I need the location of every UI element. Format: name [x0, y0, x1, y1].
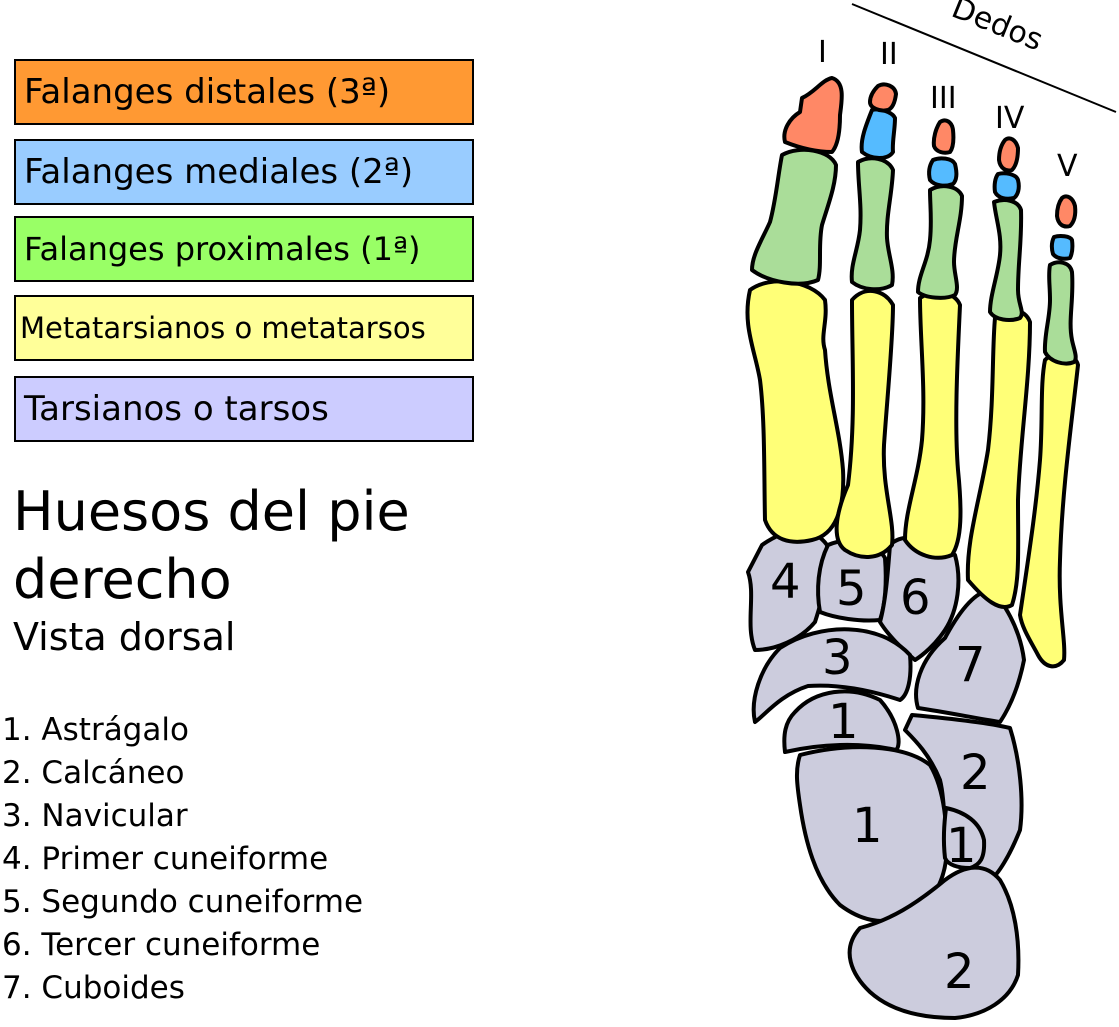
- tarsal-number-1-body: 1: [852, 798, 883, 854]
- medial-phalanx-IV: [992, 171, 1021, 201]
- tarsal-bone-navicular: [751, 627, 913, 724]
- proximal-phalanx-V: [1042, 260, 1078, 366]
- medial-phalanx-V: [1049, 234, 1075, 261]
- tarsal-number-1-neck: 1: [946, 818, 977, 874]
- legend-tarsals: Tarsianos o tarsos: [14, 376, 474, 442]
- legend-tarsal-label: Tarsianos o tarsos: [24, 389, 329, 429]
- legend-distal-label: Falanges distales (3ª): [24, 72, 391, 112]
- legend-medial-label: Falanges mediales (2ª): [24, 152, 414, 192]
- legend-medial-phalanges: Falanges mediales (2ª): [14, 139, 474, 205]
- legend-metatarsals: Metatarsianos o metatarsos: [14, 295, 474, 361]
- toe-numeral-I: I: [818, 35, 827, 70]
- bone-list-item: 4. Primer cuneiforme: [2, 841, 329, 877]
- legend-metatarsal-label: Metatarsianos o metatarsos: [20, 311, 426, 345]
- metatarsal-II: [834, 289, 895, 559]
- legend-proximal-phalanges: Falanges proximales (1ª): [14, 216, 474, 282]
- tarsal-bone-calcaneus: [847, 865, 1021, 1020]
- toe-numeral-V: V: [1057, 149, 1078, 184]
- tarsal-number-5: 5: [836, 561, 867, 617]
- proximal-phalanx-II: [849, 156, 895, 292]
- bone-list-item: 2. Calcáneo: [2, 755, 185, 791]
- legend-distal-phalanges: Falanges distales (3ª): [14, 59, 474, 125]
- distal-phalanx-V: [1055, 194, 1078, 229]
- toe-numeral-IV: IV: [995, 101, 1025, 136]
- proximal-phalanx-I: [750, 147, 838, 286]
- tarsal-number-1-head: 1: [828, 694, 859, 750]
- tarsal-number-7: 7: [955, 637, 986, 693]
- bone-list-item: 5. Segundo cuneiforme: [2, 884, 364, 920]
- metatarsal-IV: [965, 307, 1032, 609]
- tarsal-number-6: 6: [900, 570, 931, 626]
- metatarsal-III: [903, 290, 963, 560]
- bone-list-item: 6. Tercer cuneiforme: [2, 927, 321, 963]
- tarsal-number-3: 3: [822, 630, 853, 686]
- legend-proximal-label: Falanges proximales (1ª): [24, 230, 421, 268]
- metatarsal-I: [745, 279, 846, 544]
- diagram-subtitle: Vista dorsal: [13, 615, 236, 659]
- diagram-title: Huesos del pie derecho: [13, 480, 410, 611]
- toes-divider-line: [851, 3, 1117, 113]
- toe-numeral-III: III: [930, 81, 957, 116]
- tarsal-number-2-calcaneus: 2: [944, 944, 975, 1000]
- proximal-phalanx-IV: [988, 198, 1024, 322]
- tarsal-number-4: 4: [770, 554, 801, 610]
- tarsal-number-2-dorsal: 2: [960, 745, 991, 801]
- medial-phalanx-III: [927, 156, 959, 188]
- toe-numeral-II: II: [880, 37, 898, 72]
- distal-phalanx-III: [931, 118, 956, 155]
- bone-list-item: 3. Navicular: [2, 798, 188, 834]
- bone-list-item: 7. Cuboides: [2, 970, 185, 1006]
- medial-phalanx-II: [859, 107, 897, 160]
- distal-phalanx-I: [782, 76, 844, 154]
- proximal-phalanx-III: [916, 184, 964, 300]
- bone-list-item: 1. Astrágalo: [2, 712, 189, 748]
- metatarsal-V: [1018, 351, 1080, 669]
- distal-phalanx-II: [868, 82, 898, 113]
- bone-list: 1. Astrágalo 2. Calcáneo 3. Navicular 4.…: [2, 709, 363, 1010]
- distal-phalanx-IV: [997, 136, 1020, 173]
